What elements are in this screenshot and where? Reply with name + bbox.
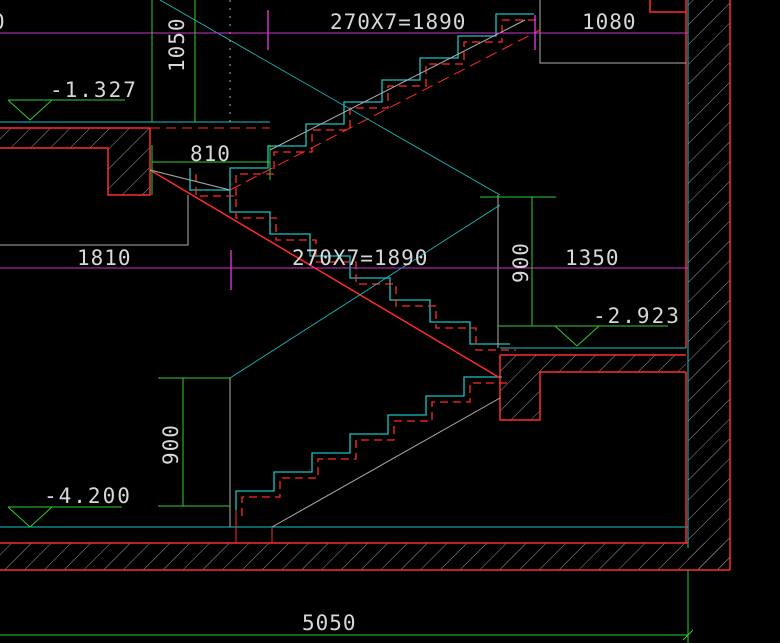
dim-top-left-partial: 0: [0, 10, 6, 34]
middle-landing-slab: [499, 0, 686, 421]
dim-vertical-upper: 1050: [165, 17, 189, 72]
bottom-slab: [0, 372, 730, 571]
axis-lines: [0, 10, 688, 290]
upper-landing-slab: [0, 121, 270, 246]
level-middle-text: -2.923: [593, 304, 681, 328]
upper-flight-edge: [229, 13, 534, 190]
level-marker-middle: [554, 325, 668, 347]
level-marker-upper: [7, 99, 125, 121]
level-bottom-text: -4.200: [44, 484, 132, 508]
dimension-texts: 0 270X7=1890 1080 1050 810 1810 270X7=18…: [0, 10, 637, 635]
stringers: [149, 19, 541, 528]
guide-lines: [159, 0, 501, 543]
middle-flight-edge: [189, 168, 510, 345]
lower-flight-edge: [235, 376, 502, 510]
dim-right-span: 1350: [565, 246, 620, 270]
right-wall: [685, 0, 731, 570]
level-marker-bottom: [7, 506, 122, 528]
dim-vertical-lower: 900: [159, 424, 183, 465]
dim-landing-width: 810: [190, 142, 231, 166]
lower-flight-finish: [241, 382, 508, 516]
dim-top-flight: 270X7=1890: [330, 10, 466, 34]
upper-flight-finish: [235, 19, 540, 196]
dim-top-right: 1080: [582, 10, 637, 34]
dim-middle-flight: 270X7=1890: [292, 246, 428, 270]
dim-bottom-total: 5050: [302, 611, 357, 635]
middle-flight-finish: [195, 174, 516, 351]
dim-vertical-right: 900: [509, 242, 533, 283]
level-upper-text: -1.327: [50, 78, 138, 102]
dim-left-span: 1810: [77, 246, 132, 270]
level-texts: -1.327 -2.923 -4.200: [44, 78, 681, 508]
stair-flights: [189, 13, 540, 516]
